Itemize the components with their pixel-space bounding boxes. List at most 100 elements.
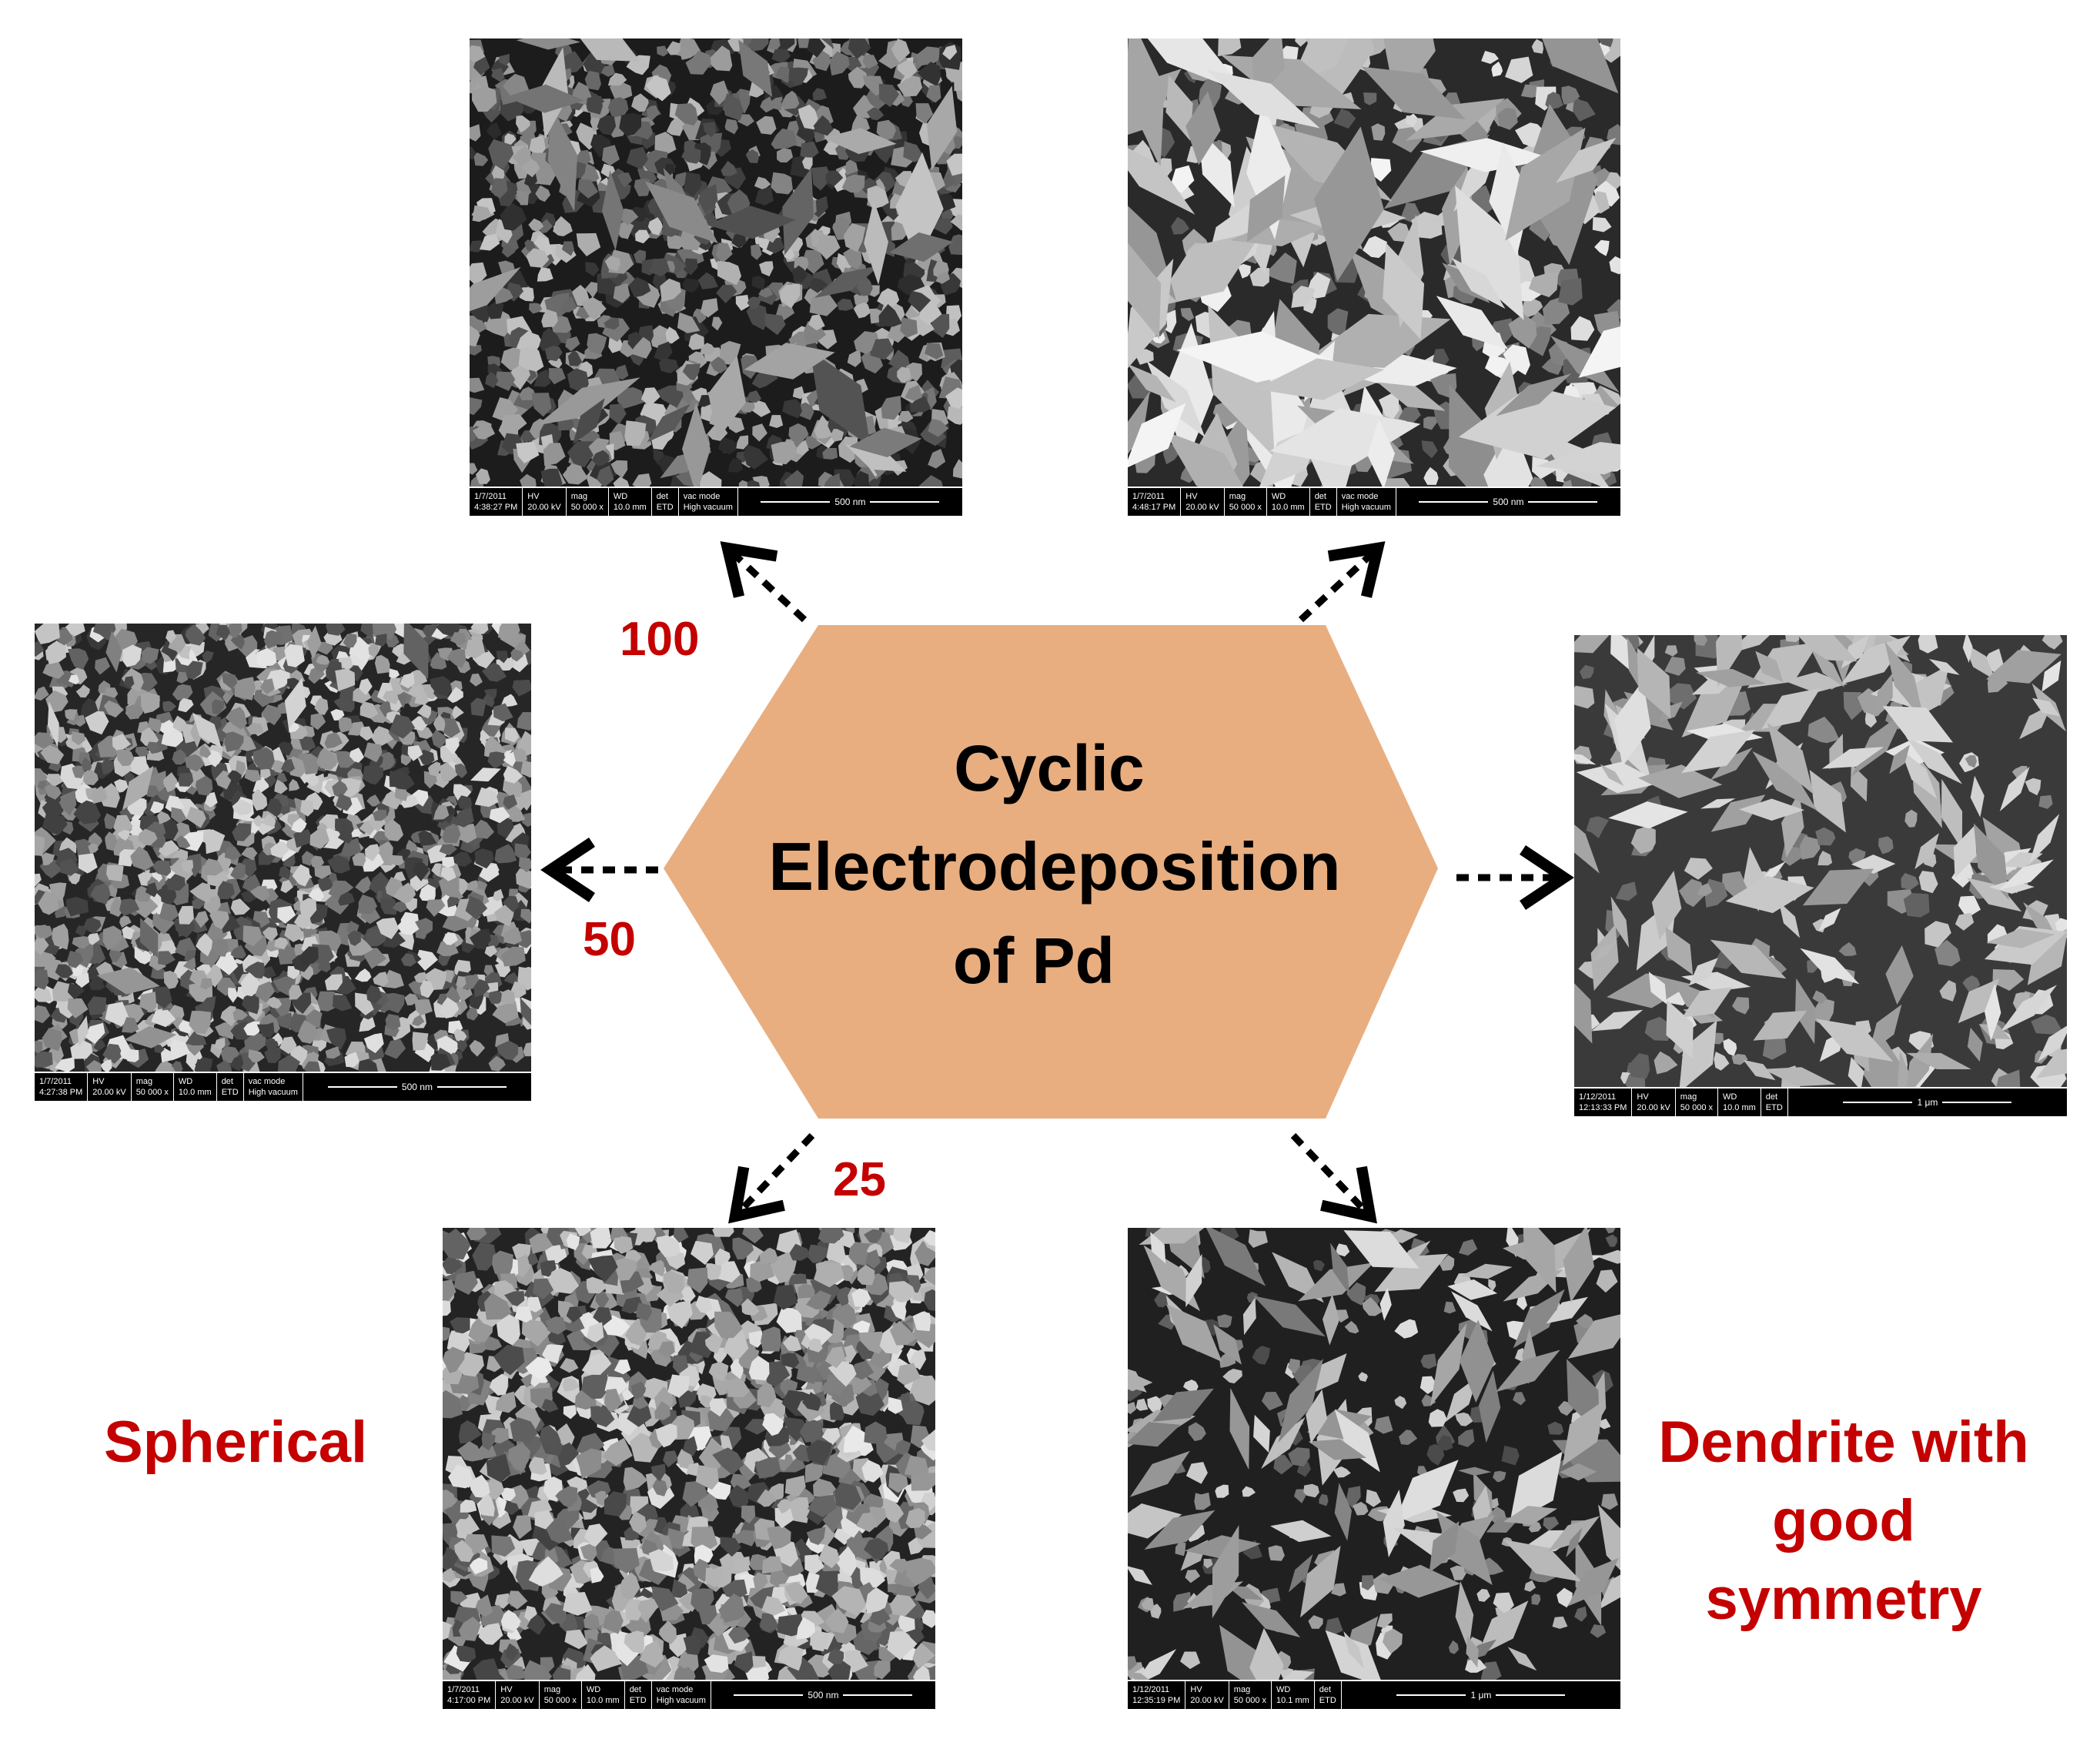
sem-grain — [727, 1485, 749, 1510]
sem-grain — [666, 116, 686, 136]
sem-grain — [85, 1060, 102, 1072]
sem-grain — [881, 1499, 905, 1523]
sem-grain — [828, 1658, 851, 1680]
sem-grain — [864, 1421, 888, 1444]
sem-grain — [843, 247, 862, 269]
sem-grain — [1370, 158, 1392, 182]
sem-crystal — [1848, 1057, 1864, 1087]
sem-grain — [1615, 881, 1637, 901]
sem-grain — [1694, 635, 1708, 646]
sem-crystal — [1725, 875, 1814, 914]
sem-grain — [761, 1596, 786, 1616]
sem-grain — [478, 1623, 503, 1645]
sem-grain — [584, 282, 598, 299]
sem-grain — [47, 774, 63, 788]
sem-crystal — [306, 625, 322, 660]
sem-grain — [454, 1540, 474, 1563]
sem-crystal — [1637, 764, 1723, 798]
sem-grain — [366, 985, 383, 1005]
sem-grain — [284, 923, 305, 942]
sem-grain — [724, 119, 738, 135]
sem-grain — [88, 832, 102, 848]
sem-grain — [784, 1581, 808, 1604]
databar-text: 20.00 kV — [527, 503, 561, 512]
sem-crystal — [1610, 635, 1632, 672]
sem-grain — [483, 694, 495, 707]
sem-grain — [597, 465, 614, 487]
sem-grain — [667, 234, 684, 249]
sem-grain — [347, 930, 361, 946]
sem-grain — [717, 436, 741, 455]
sem-grain — [771, 172, 793, 195]
sem-grain — [516, 868, 531, 889]
sem-crystal — [1877, 673, 1893, 717]
sem-grain — [543, 443, 566, 467]
sem-grain — [55, 1057, 75, 1072]
sem-grain — [607, 97, 629, 118]
sem-grain — [103, 700, 124, 718]
sem-grain — [75, 684, 90, 698]
sem-grain — [255, 981, 276, 1003]
sem-grain — [657, 45, 668, 57]
sem-grain — [1505, 56, 1533, 83]
sem-grain — [385, 1014, 401, 1031]
sem-grain — [601, 145, 620, 166]
sem-grain — [673, 1228, 689, 1243]
sem-grain — [493, 371, 516, 391]
arrow-to-100 — [720, 541, 808, 623]
sem-grain — [365, 844, 380, 861]
sem-grain — [501, 244, 516, 258]
sem-grain — [473, 1658, 500, 1680]
sem-grain — [1924, 921, 1951, 948]
sem-grain — [1291, 286, 1316, 308]
sem-grain — [843, 222, 866, 252]
sem-grain — [597, 115, 617, 135]
sem-grain — [527, 1296, 542, 1313]
sem-grain — [1411, 212, 1443, 239]
sem-grain — [440, 744, 458, 763]
sem-grain — [242, 925, 263, 947]
sem-grain — [774, 38, 795, 50]
sem-grain — [581, 1372, 610, 1400]
sem-grain — [224, 731, 244, 752]
sem-grain — [384, 1038, 406, 1059]
sem-grain — [734, 1651, 754, 1674]
sem-crystal — [1710, 794, 1766, 832]
sem-grain — [277, 905, 296, 924]
sem-grain — [359, 678, 373, 696]
sem-grain — [727, 457, 743, 473]
sem-grain — [535, 185, 551, 202]
sem-grain — [430, 1053, 451, 1071]
sem-grain — [510, 1417, 538, 1442]
sem-grain — [705, 1567, 724, 1587]
sem-grain — [751, 367, 779, 389]
sem-grain — [212, 699, 225, 715]
arrow-to-top-right — [1298, 541, 1386, 623]
sem-grain — [712, 1447, 744, 1475]
sem-grain — [1962, 975, 1981, 992]
sem-grain — [777, 148, 794, 163]
center-title-line2: Electrodeposition — [768, 828, 1341, 905]
sem-grain — [470, 377, 485, 393]
databar-text: 1/12/2011 — [1579, 1092, 1617, 1102]
sem-grain — [595, 1291, 610, 1311]
sem-grain — [677, 1449, 694, 1470]
sem-grain — [528, 218, 544, 232]
sem-grain — [1654, 1051, 1678, 1075]
sem-grain — [521, 1319, 551, 1347]
sem-grain — [52, 981, 74, 1002]
sem-grain — [648, 1259, 665, 1277]
sem-crystal — [1973, 823, 2009, 900]
sem-grain — [433, 804, 450, 820]
sem-grain — [807, 1244, 830, 1263]
sem-grain — [100, 1059, 112, 1072]
sem-grain — [456, 975, 466, 988]
sem-grain — [775, 66, 793, 83]
sem-grain — [189, 1011, 211, 1034]
sem-grain — [439, 997, 459, 1018]
sem-grain — [806, 1290, 831, 1310]
